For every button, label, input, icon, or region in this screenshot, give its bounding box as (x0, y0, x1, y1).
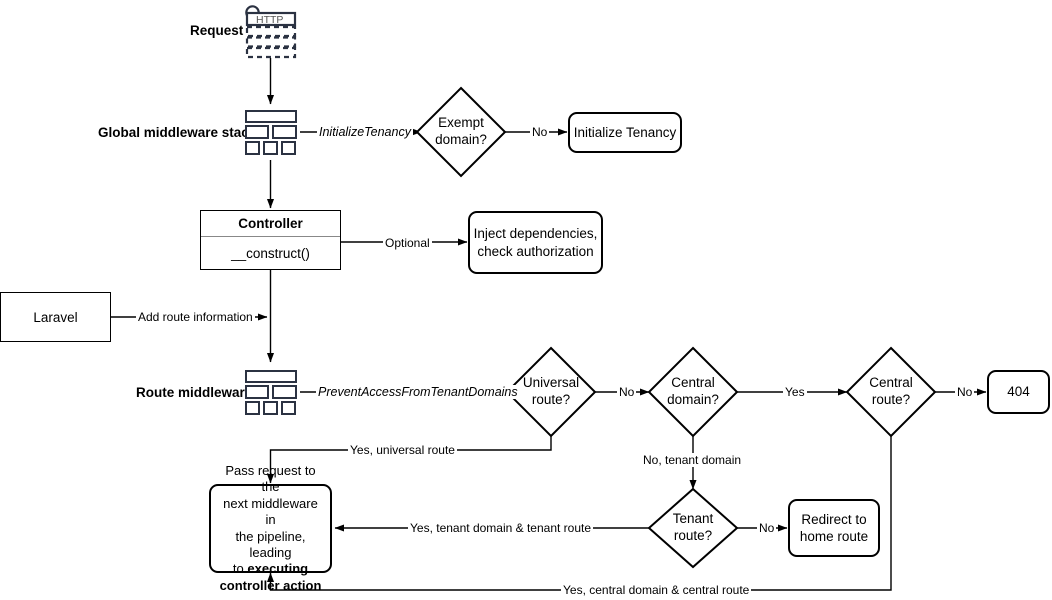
pass-request-line1: Pass request to the (225, 463, 316, 495)
decision-exempt-domain (415, 86, 507, 178)
edge-label-universal-yes: Yes, universal route (348, 443, 457, 457)
edge-label-add-route-information: Add route information (136, 310, 255, 324)
edge-label-exempt-no: No (530, 125, 550, 139)
pass-request-text: Pass request to the next middleware in t… (211, 463, 330, 594)
node-404[interactable]: 404 (987, 370, 1050, 414)
edge-label-tenant-route-no: No (757, 521, 777, 535)
pass-request-bold1: executing (247, 561, 309, 577)
inject-dependencies-line2: check authorization (477, 243, 594, 259)
node-initialize-tenancy[interactable]: Initialize Tenancy (568, 112, 682, 153)
route-middleware-stack-icon (245, 370, 297, 415)
global-middleware-stack-icon (245, 110, 297, 155)
redirect-home-line2: home route (799, 529, 869, 544)
decision-central-domain (647, 346, 739, 438)
http-request-icon (245, 5, 297, 59)
node-redirect-home[interactable]: Redirect to home route (788, 499, 880, 557)
label-request: Request (190, 23, 244, 38)
edge-label-prevent-access: PreventAccessFromTenantDomains (316, 385, 520, 399)
pass-request-bold2: controller action (219, 577, 322, 593)
http-label: HTTP (256, 14, 284, 26)
laravel-label: Laravel (33, 309, 78, 325)
initialize-tenancy-label: Initialize Tenancy (573, 124, 677, 140)
edge-label-optional: Optional (383, 236, 432, 250)
edge-label-tenant-route-yes: Yes, tenant domain & tenant route (408, 521, 594, 535)
not-found-label: 404 (1007, 384, 1030, 400)
label-route-middleware: Route middleware (136, 385, 253, 400)
controller-body: __construct() (231, 245, 310, 261)
edge-label-initialize-tenancy: InitializeTenancy (317, 125, 413, 139)
edge-label-central-domain-no: No, tenant domain (641, 453, 744, 467)
edge-label-universal-no: No (617, 385, 637, 399)
edge-label-central-route-yes: Yes, central domain & central route (561, 583, 752, 597)
edge-label-central-route-no: No (955, 385, 975, 399)
pass-request-line4: to (232, 561, 248, 577)
pass-request-line2: next middleware in (223, 495, 318, 528)
decision-universal-route (505, 346, 597, 438)
label-global-middleware-stack: Global middleware stack (98, 125, 257, 140)
redirect-home-line1: Redirect to (801, 511, 867, 527)
pass-request-line3: the pipeline, leading (235, 528, 306, 560)
node-controller[interactable]: Controller __construct() (200, 210, 341, 270)
inject-dependencies-line1: Inject dependencies, (473, 226, 598, 242)
node-inject-dependencies[interactable]: Inject dependencies, check authorization (468, 211, 603, 274)
node-laravel[interactable]: Laravel (0, 292, 111, 342)
decision-tenant-route (647, 487, 739, 569)
controller-header: Controller (201, 211, 340, 237)
decision-central-route (845, 346, 937, 438)
edge-label-central-domain-yes: Yes (783, 385, 807, 399)
node-pass-request[interactable]: Pass request to the next middleware in t… (209, 463, 332, 593)
